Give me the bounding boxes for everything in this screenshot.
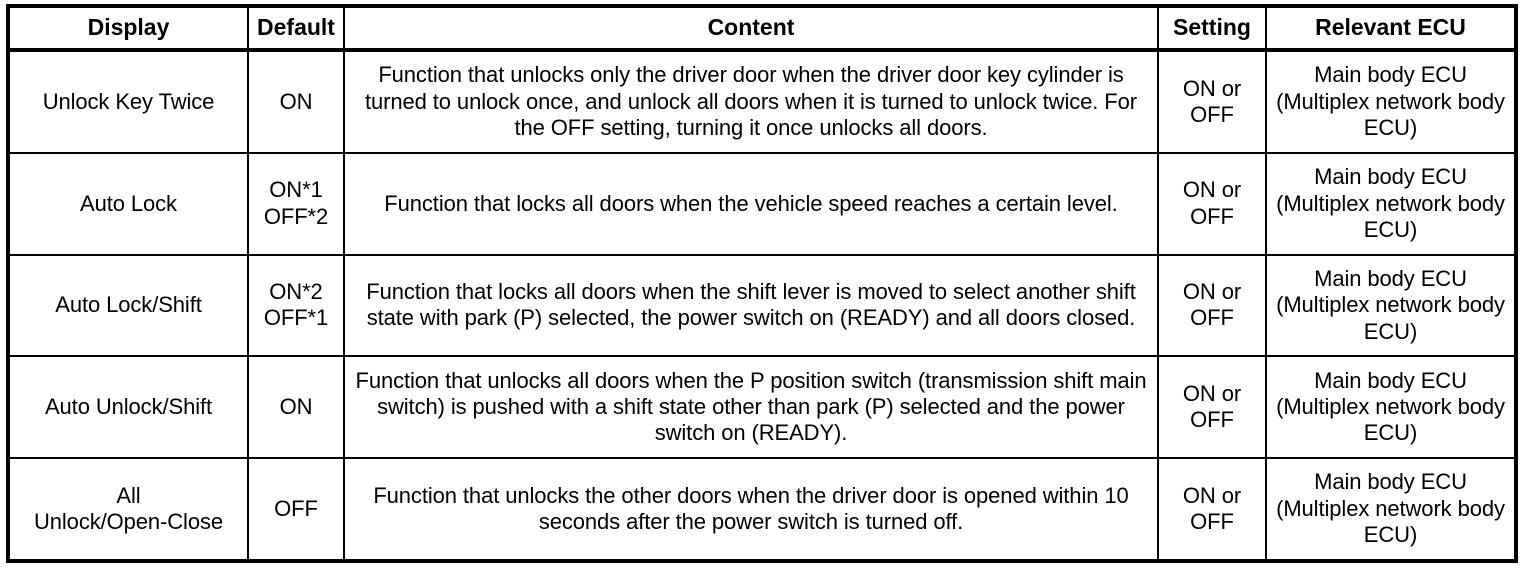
cell-content: Function that unlocks the other doors wh…: [343, 457, 1159, 563]
cell-setting: ON or OFF: [1157, 355, 1267, 460]
cell-content: Function that unlocks all doors when the…: [343, 355, 1159, 460]
table-header: Display Default Content Setting Relevant…: [6, 4, 1518, 52]
column-header-default: Default: [247, 4, 345, 52]
cell-setting: ON or OFF: [1157, 49, 1267, 154]
cell-display: Auto Lock/Shift: [6, 253, 249, 358]
table-row: Unlock Key Twice ON Function that unlock…: [6, 49, 1518, 154]
cell-default: OFF: [247, 457, 345, 563]
cell-setting: ON or OFF: [1157, 253, 1267, 358]
table-row: All Unlock/Open-Close OFF Function that …: [6, 457, 1518, 563]
cell-display: Auto Unlock/Shift: [6, 355, 249, 460]
column-header-content: Content: [343, 4, 1159, 52]
cell-content: Function that locks all doors when the s…: [343, 253, 1159, 358]
cell-content: Function that unlocks only the driver do…: [343, 49, 1159, 154]
column-header-ecu: Relevant ECU: [1265, 4, 1518, 52]
cell-relevant-ecu: Main body ECU (Multiplex network body EC…: [1265, 355, 1518, 460]
column-header-setting: Setting: [1157, 4, 1267, 52]
cell-relevant-ecu: Main body ECU (Multiplex network body EC…: [1265, 457, 1518, 563]
cell-default: ON*1 OFF*2: [247, 151, 345, 256]
cell-display: Unlock Key Twice: [6, 49, 249, 154]
cell-setting: ON or OFF: [1157, 151, 1267, 256]
cell-default: ON*2 OFF*1: [247, 253, 345, 358]
cell-display: Auto Lock: [6, 151, 249, 256]
table-row: Auto Lock/Shift ON*2 OFF*1 Function that…: [6, 253, 1518, 358]
cell-default: ON: [247, 49, 345, 154]
cell-content: Function that locks all doors when the v…: [343, 151, 1159, 256]
table-body: Unlock Key Twice ON Function that unlock…: [6, 49, 1518, 563]
cell-relevant-ecu: Main body ECU (Multiplex network body EC…: [1265, 151, 1518, 256]
table-row: Auto Lock ON*1 OFF*2 Function that locks…: [6, 151, 1518, 256]
cell-relevant-ecu: Main body ECU (Multiplex network body EC…: [1265, 253, 1518, 358]
table-header-row: Display Default Content Setting Relevant…: [6, 4, 1518, 52]
cell-default: ON: [247, 355, 345, 460]
cell-setting: ON or OFF: [1157, 457, 1267, 563]
table-row: Auto Unlock/Shift ON Function that unloc…: [6, 355, 1518, 460]
cell-display: All Unlock/Open-Close: [6, 457, 249, 563]
column-header-display: Display: [6, 4, 249, 52]
customize-parameters-table: Display Default Content Setting Relevant…: [6, 4, 1518, 563]
cell-relevant-ecu: Main body ECU (Multiplex network body EC…: [1265, 49, 1518, 154]
